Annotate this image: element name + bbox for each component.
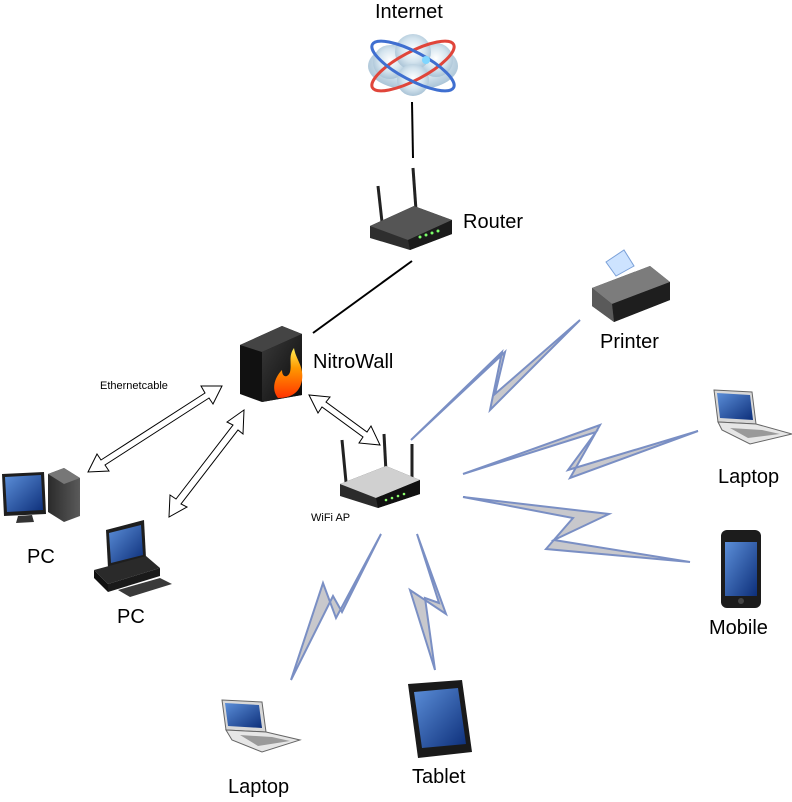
internet-label: Internet: [375, 1, 443, 23]
firewall-icon: [240, 326, 303, 402]
wireless-link-laptop-right: [462, 423, 699, 480]
printer-label: Printer: [600, 331, 659, 353]
mobile-phone-icon: [721, 530, 761, 608]
wireless-link-printer: [410, 319, 581, 441]
wireless-link-laptop-bottom: [290, 533, 382, 681]
pc-left-label: PC: [27, 546, 55, 568]
ethernet-cable-label: Ethernetcable: [100, 380, 168, 392]
link-router-firewall: [312, 260, 413, 334]
printer-icon: [592, 249, 670, 322]
cloud-globe-icon: [368, 34, 458, 96]
laptop-bottom-label: Laptop: [228, 776, 290, 798]
laptop-right-label: Laptop: [718, 466, 780, 488]
link-internet-router: [411, 101, 414, 159]
wifi-ap-label: WiFi AP: [311, 512, 351, 524]
wireless-links: [290, 319, 699, 681]
ethernet-arrow-firewall-wifi: [308, 394, 381, 446]
laptop-icon-bottom: [221, 699, 302, 753]
mobile-label: Mobile: [709, 617, 768, 639]
firewall-label: NitroWall: [313, 351, 394, 373]
desktop-pc-icon-left: [2, 468, 80, 523]
router-label: Router: [463, 211, 524, 233]
laptop-icon-right: [713, 389, 792, 445]
wifi-access-point-icon: [340, 433, 420, 508]
wireless-link-mobile: [462, 496, 691, 563]
ethernet-arrow-firewall-pc-center: [168, 409, 245, 518]
tablet-icon: [408, 680, 472, 758]
router-icon: [370, 167, 452, 250]
ethernet-arrow-firewall-pc-left: [87, 385, 223, 473]
pc-center-label: PC: [117, 606, 145, 628]
wireless-link-tablet: [408, 533, 448, 671]
desktop-pc-icon-center: [94, 520, 172, 597]
tablet-label: Tablet: [412, 766, 466, 788]
